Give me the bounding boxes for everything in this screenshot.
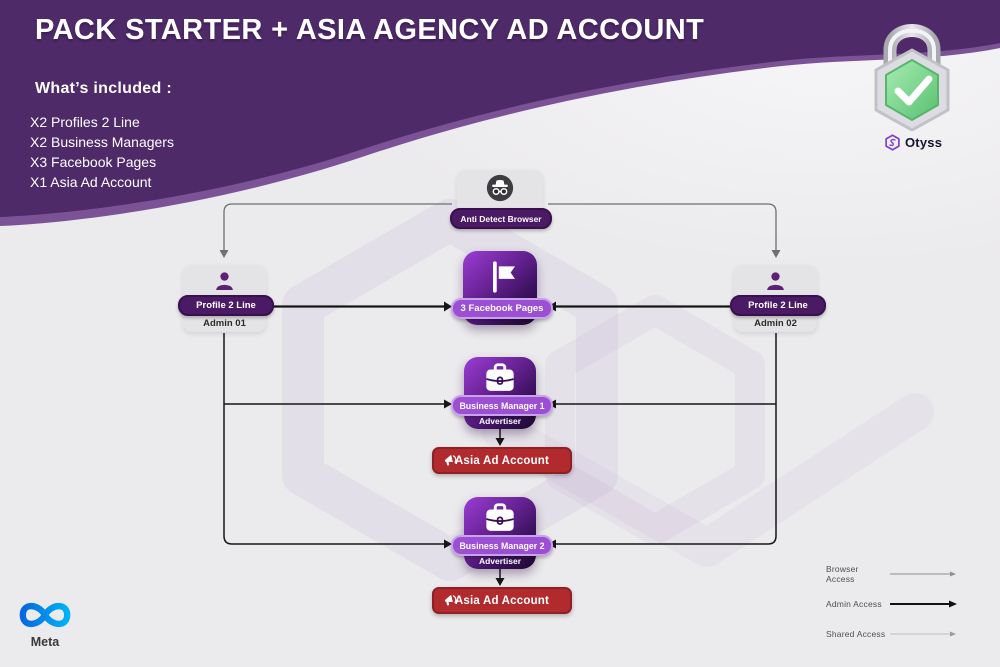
included-item: X1 Asia Ad Account <box>30 174 152 190</box>
bm1-advertiser-label: Advertiser <box>478 416 522 426</box>
business-manager-2-box: Advertiser <box>464 497 536 569</box>
asia-ad-account-2: Asia Ad Account <box>432 587 572 614</box>
arrowhead-down-ad2 <box>495 578 505 586</box>
verified-lock-icon <box>874 24 950 132</box>
included-item: X2 Profiles 2 Line <box>30 114 140 130</box>
legend-row-shared: Shared Access <box>826 628 960 640</box>
flag-icon <box>493 261 515 293</box>
incognito-icon <box>486 174 514 202</box>
browser-access-line-sample <box>890 571 956 577</box>
included-list: X2 Profiles 2 Line X2 Business Managers … <box>30 112 174 192</box>
included-heading: What’s included : <box>35 80 172 97</box>
megaphone-icon <box>444 594 457 606</box>
facebook-pages-label: 3 Facebook Pages <box>451 298 553 319</box>
otyss-logo-icon <box>885 134 900 151</box>
shared-access-line-sample <box>890 631 956 637</box>
bm2-advertiser-label: Advertiser <box>478 556 522 566</box>
profile-left-sublabel: Admin 01 <box>203 318 246 329</box>
legend-label: Browser Access <box>826 564 859 584</box>
business-manager-1-label: Business Manager 1 <box>451 395 553 416</box>
megaphone-icon <box>444 454 457 466</box>
profile-right-label: Profile 2 Line <box>730 295 826 316</box>
meta-brand: Meta <box>16 596 74 649</box>
otyss-brand: Otyss <box>884 134 942 151</box>
asia-ad-account-1-label: Asia Ad Account <box>454 454 550 467</box>
admin-access-line-sample <box>890 600 957 608</box>
meta-logo-text: Meta <box>30 635 60 649</box>
briefcase-icon <box>486 363 514 391</box>
legend-row-admin: Admin Access <box>826 598 960 610</box>
page-title: PACK STARTER + ASIA AGENCY AD ACCOUNT <box>35 14 705 46</box>
person-icon <box>767 272 784 291</box>
profile-left-label: Profile 2 Line <box>178 295 274 316</box>
business-manager-2-label: Business Manager 2 <box>451 535 553 556</box>
anti-detect-browser-label: Anti Detect Browser <box>450 208 552 229</box>
legend-label: Shared Access <box>826 629 886 639</box>
access-legend: Browser Access Admin Access Shared Acces… <box>826 564 960 658</box>
legend-row-browser: Browser Access <box>826 564 960 584</box>
meta-logo-icon <box>19 602 71 628</box>
person-icon <box>216 272 233 291</box>
profile-right-sublabel: Admin 02 <box>754 318 797 329</box>
arrowhead-down-ad1 <box>495 438 505 446</box>
asia-ad-account-2-label: Asia Ad Account <box>454 594 550 607</box>
arrowhead-down-left-profile <box>219 250 229 258</box>
included-item: X2 Business Managers <box>30 134 174 150</box>
legend-label: Admin Access <box>826 599 882 609</box>
included-item: X3 Facebook Pages <box>30 154 157 170</box>
briefcase-icon <box>486 503 514 531</box>
arrowhead-down-right-profile <box>771 250 781 258</box>
business-manager-1-box: Advertiser <box>464 357 536 429</box>
otyss-logo-text: Otyss <box>905 135 943 150</box>
asia-ad-account-1: Asia Ad Account <box>432 447 572 474</box>
